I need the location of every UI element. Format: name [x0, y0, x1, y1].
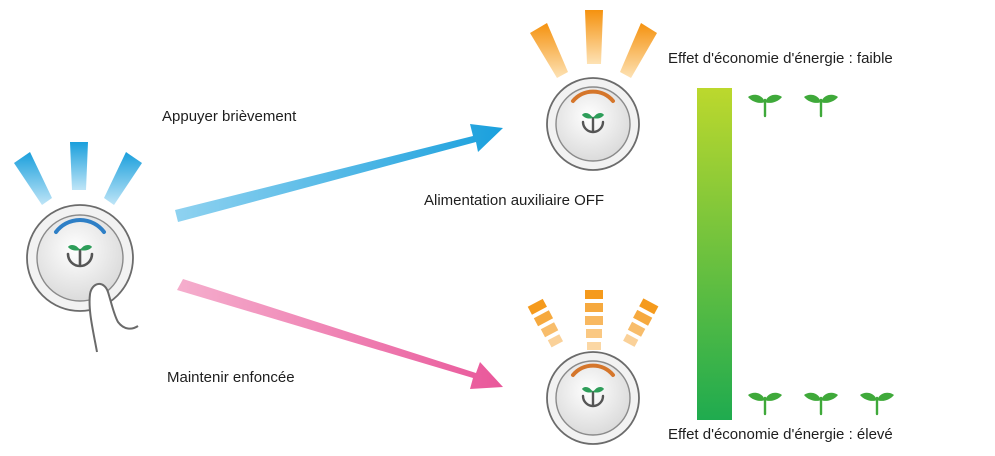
- energy-saving-gradient-bar: [697, 88, 732, 420]
- sprout-icon: [802, 93, 840, 118]
- arrow-short-press: [175, 124, 503, 222]
- finger-icon: [88, 283, 139, 353]
- sprout-icon: [858, 391, 896, 416]
- long-press-label: Maintenir enfoncée: [167, 369, 295, 386]
- power-button-icon: [546, 77, 640, 171]
- bottom-button-group: [527, 290, 659, 445]
- aux-power-off-label: Alimentation auxiliaire OFF: [424, 192, 605, 209]
- sprout-icon: [746, 93, 784, 118]
- saving-high-label: Effet d'économie d'énergie : élevé: [668, 426, 893, 443]
- blue-glow-rays-icon: [14, 142, 142, 205]
- power-button-icon: [546, 351, 640, 445]
- sprout-icon: [802, 391, 840, 416]
- sprouts-low-group: [746, 93, 840, 118]
- power-button-icon[interactable]: [26, 204, 134, 312]
- sprouts-high-group: [746, 391, 896, 416]
- sprout-icon: [746, 391, 784, 416]
- short-press-label: Appuyer brièvement: [162, 108, 297, 125]
- top-button-group: [530, 10, 657, 171]
- left-button-group: [14, 142, 142, 353]
- arrow-long-press: [177, 279, 503, 389]
- saving-low-label: Effet d'économie d'énergie : faible: [668, 50, 893, 67]
- orange-glow-rays-icon: [530, 10, 657, 78]
- orange-segmented-rays-icon: [527, 290, 659, 350]
